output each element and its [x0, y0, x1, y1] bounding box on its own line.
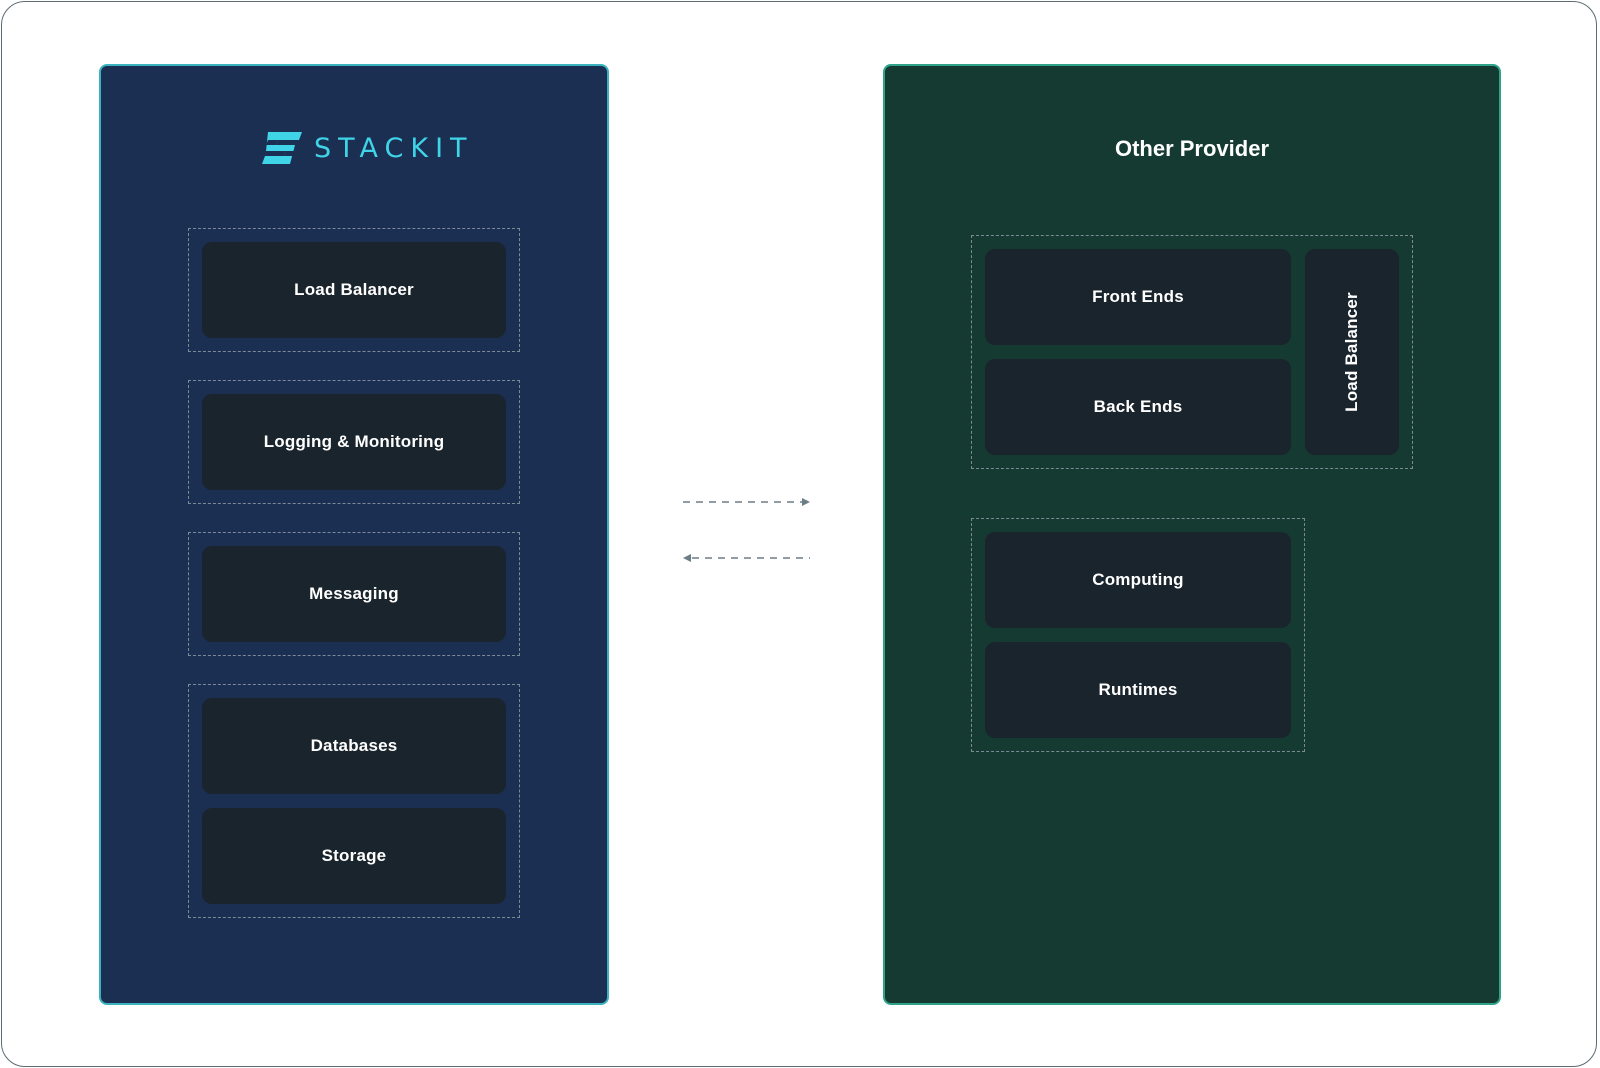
card-computing: Computing: [985, 532, 1291, 628]
group-logging-monitoring: [188, 380, 520, 504]
card-runtimes: Runtimes: [985, 642, 1291, 738]
card-messaging: Messaging: [202, 546, 506, 642]
card-back-ends-label: Back Ends: [1093, 397, 1183, 416]
other-provider-title: Other Provider: [1114, 136, 1270, 161]
group-compute-tier: [971, 518, 1305, 752]
card-computing-label: Computing: [1092, 570, 1184, 589]
card-front-ends: Front Ends: [985, 249, 1291, 345]
card-provider-load-balancer-label: Load Balancer: [1342, 292, 1361, 412]
stackit-logo: STACKIT: [262, 132, 474, 164]
card-storage: Storage: [202, 808, 506, 904]
group-data: [188, 684, 520, 918]
arrow-right-icon: [683, 498, 810, 506]
card-back-ends: Back Ends: [985, 359, 1291, 455]
card-databases-label: Databases: [310, 736, 398, 755]
stackit-brand-text: STACKIT: [314, 132, 474, 164]
card-provider-load-balancer: Load Balancer: [1305, 249, 1399, 455]
card-front-ends-label: Front Ends: [1092, 287, 1184, 306]
group-load-balancer: [188, 228, 520, 352]
connector-arrows: [683, 498, 810, 562]
card-load-balancer-label: Load Balancer: [294, 280, 414, 299]
card-databases: Databases: [202, 698, 506, 794]
card-logging-monitoring-label: Logging & Monitoring: [263, 432, 445, 451]
group-web-tier: [971, 235, 1413, 469]
stackit-logo-icon: [262, 132, 302, 164]
card-runtimes-label: Runtimes: [1098, 680, 1178, 699]
group-messaging: [188, 532, 520, 656]
card-messaging-label: Messaging: [309, 584, 399, 603]
card-storage-label: Storage: [321, 846, 387, 865]
card-load-balancer: Load Balancer: [202, 242, 506, 338]
arrow-left-icon: [683, 554, 810, 562]
card-logging-monitoring: Logging & Monitoring: [202, 394, 506, 490]
